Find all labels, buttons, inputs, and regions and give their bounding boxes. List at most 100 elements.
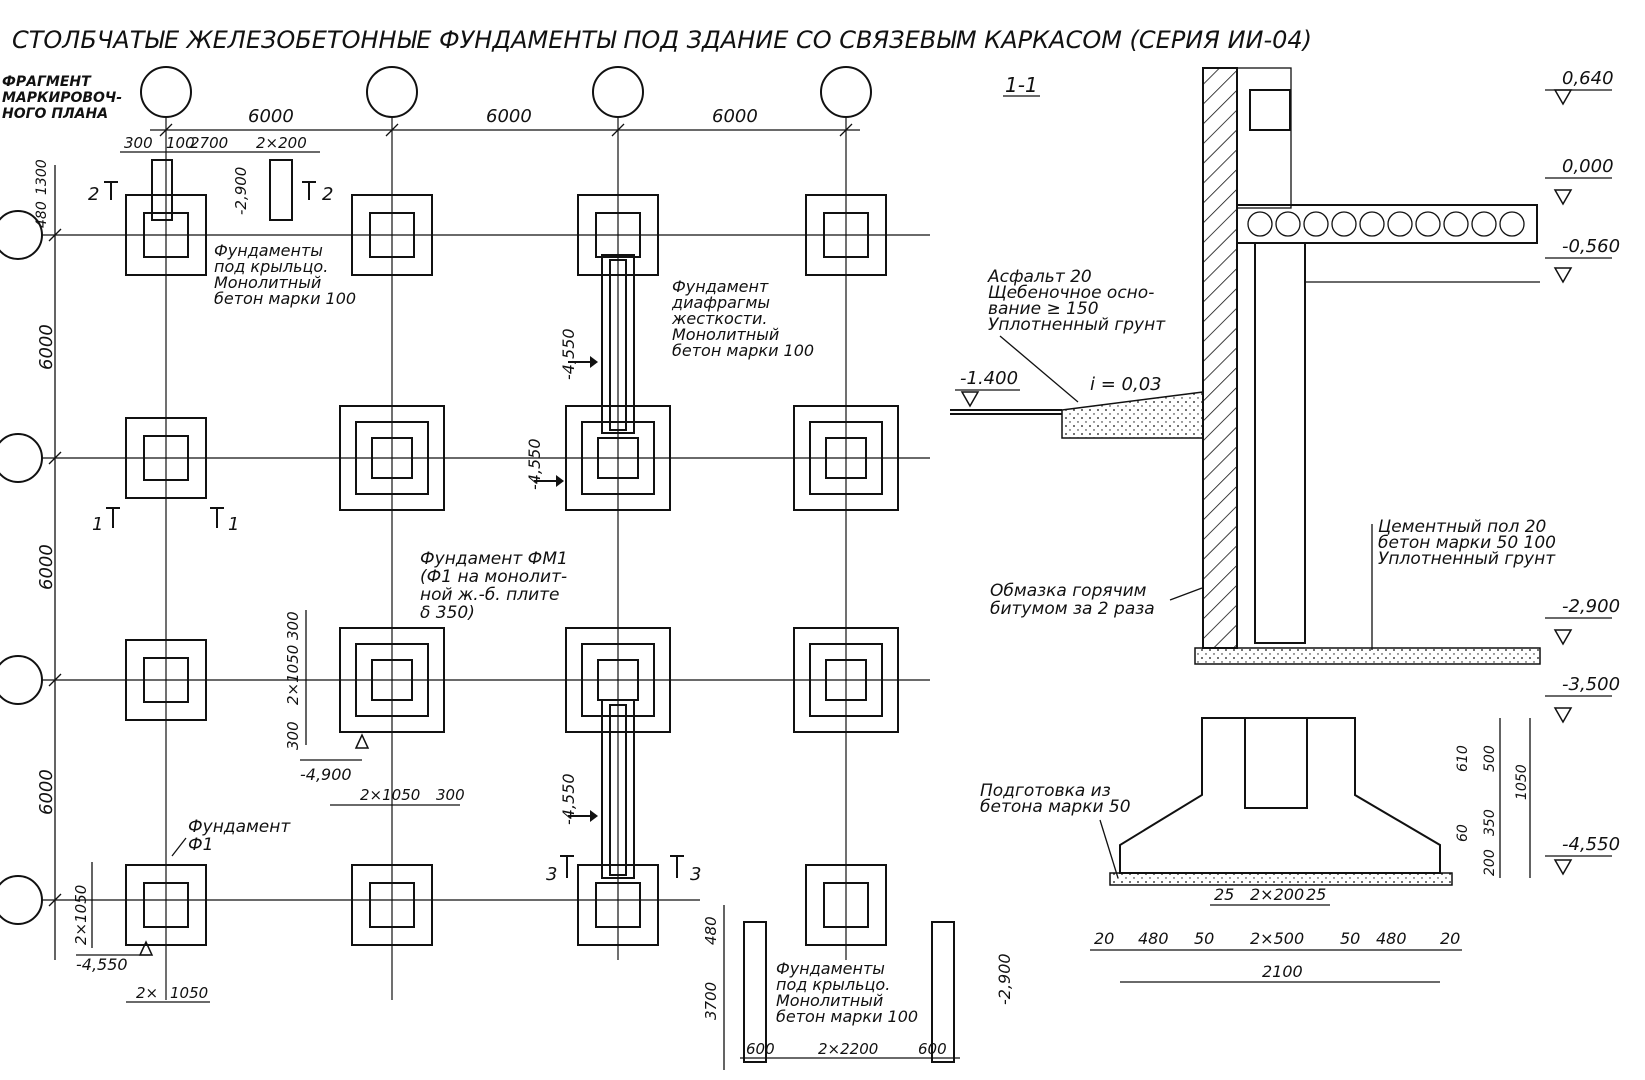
section-vdims: 610 500 1050 60 350 200 [1455,718,1531,878]
note-prep: Подготовка из бетона марки 50 [980,781,1131,879]
level-3500: -3,500 [1562,674,1620,695]
footing-c1 [577,194,659,276]
left-dim-1300: 1300 [34,159,50,195]
note-fm1-2: (Ф1 на монолит- [420,567,567,587]
bottom-dim-2x500: 2×500 [1250,929,1304,948]
cement-floor [1194,647,1541,665]
ground-level: -1.400 [960,368,1018,389]
footing-d1 [805,194,887,276]
note-f1-1: Фундамент [188,817,291,837]
axis-bubble-col-1 [140,66,192,118]
axis-bubble-row-2 [0,433,43,483]
section-mark-3b: 3 [690,864,701,885]
axis-bubble-col-3 [592,66,644,118]
note-paving-3: вание ≥ 150 [988,299,1099,319]
note-floor-2: бетон марки 50 100 [1378,533,1556,553]
note-steps-top-4: бетон марки 100 [214,289,356,308]
bottom-dim-480b: 480 [1376,929,1407,948]
bottom-dim-20b: 20 [1440,929,1460,948]
vdim-200: 200 [1482,849,1498,876]
level-0560: -0,560 [1562,236,1620,257]
level-2900: -2,900 [1562,596,1620,617]
note-prep-2: бетона марки 50 [980,797,1131,817]
note-fm1: Фундамент ФМ1 (Ф1 на монолит- ной ж.-б. … [420,549,568,623]
footings [125,194,899,946]
section-label: 1-1 [1005,73,1038,97]
footing-b4 [351,864,433,946]
fm1-dim-2x1050: 2×1050 [284,645,302,705]
section-hdims: 25 2×200 25 20 480 50 2×500 50 480 20 21… [1090,885,1462,983]
inner-dim-2x200: 2×200 [1250,885,1304,904]
foundation-prep [1109,872,1453,886]
slab-voids [1247,211,1525,237]
fragment-label-1: ФРАГМЕНТ [2,74,92,90]
footing-b3 [339,627,445,733]
bottom-dim-50b: 50 [1340,929,1360,948]
footing-c4 [577,864,659,946]
footing-b2 [339,405,445,511]
level-fm1: -4,900 [300,765,352,784]
level-diaphragm-2: -4,550 [525,438,544,490]
foundation-plan: ФРАГМЕНТ МАРКИРОВОЧ- НОГО ПЛАНА [0,66,1014,1070]
vdim-500: 500 [1482,745,1498,772]
note-fm1-3: ной ж.-б. плите [420,585,560,605]
vdim-610: 610 [1455,745,1471,772]
top-span-dimension: 6000 6000 6000 [150,106,860,137]
fragment-label-2: МАРКИРОВОЧ- [2,90,122,106]
fm1-dim-300b: 300 [284,721,302,750]
wall [1202,67,1238,649]
note-f1-2: Ф1 [188,835,213,855]
span-left-1: 6000 [36,324,57,370]
span-top-3: 6000 [712,106,758,127]
levels: 0,640 0,000 -0,560 -2,900 -3,500 -4,550 [1545,68,1620,876]
fragment-label-3: НОГО ПЛАНА [2,106,108,122]
note-bitumen-2: битумом за 2 раза [990,599,1155,619]
top-dim-300: 300 [124,134,153,152]
steps-dim-600b: 600 [918,1040,947,1058]
note-bitumen: Обмазка горячим битумом за 2 раза [990,581,1203,619]
left-span-dimension: 6000 6000 6000 1300 480 [34,159,62,960]
span-top-2: 6000 [486,106,532,127]
f1-dimensions: 2×1050 -4,550 2× 1050 [72,862,210,1003]
f1-dim-2x: 2× [136,984,158,1002]
top-dim-100: 100 [166,134,195,152]
level-0640: 0,640 [1562,68,1614,89]
note-paving-4: Уплотненный грунт [988,315,1166,335]
slope-label: i = 0,03 [1090,374,1162,395]
footing-d3 [793,627,899,733]
note-fm1-1: Фундамент ФМ1 [420,549,568,569]
span-left-2: 6000 [36,544,57,590]
footing-b1 [351,194,433,276]
section-mark-1a: 1 [92,514,103,535]
left-dim-480: 480 [34,201,50,228]
span-top-1: 6000 [248,106,294,127]
steps-note-2: под крыльцо. [776,975,890,994]
level-f1: -4,550 [76,955,128,974]
axis-bubble-col-4 [820,66,872,118]
level-0000: 0,000 [1562,156,1614,177]
steps-vdim-3700: 3700 [702,982,720,1020]
note-bitumen-1: Обмазка горячим [990,581,1147,601]
steps-vdim-480: 480 [702,916,720,945]
f1-dim-1050: 1050 [170,984,208,1002]
pavement [1061,391,1204,439]
note-fm1-4: δ 350) [420,603,475,623]
steps-foundation-bottom: 480 3700 -2,900 Фундаменты под крыльцо. … [702,905,1014,1070]
section-mark-2b: 2 [322,184,333,205]
foundation-body [1119,717,1441,874]
vdim-1050: 1050 [1514,764,1530,800]
vdim-60: 60 [1455,824,1471,842]
note-steps-top-3: Монолитный [214,273,321,292]
total-width: 2100 [1262,962,1303,981]
drawing-title: СТОЛБЧАТЫЕ ЖЕЛЕЗОБЕТОННЫЕ ФУНДАМЕНТЫ ПОД… [12,26,1312,54]
floor-slab [1236,204,1538,244]
note-steps-top-1: Фундаменты [214,241,323,260]
section-1-1: 1-1 0,640 0,000 [950,67,1620,983]
steps-note-1: Фундаменты [776,959,885,978]
note-floor: Цементный пол 20 бетон марки 50 100 Упло… [1371,517,1556,650]
axis-bubble-col-2 [366,66,418,118]
fm1-bottom-2x1050: 2×1050 [360,786,420,804]
diaphragm-foundations: -4,550 -4,550 -4,550 [525,254,635,879]
inner-dim-25a: 25 [1214,885,1234,904]
